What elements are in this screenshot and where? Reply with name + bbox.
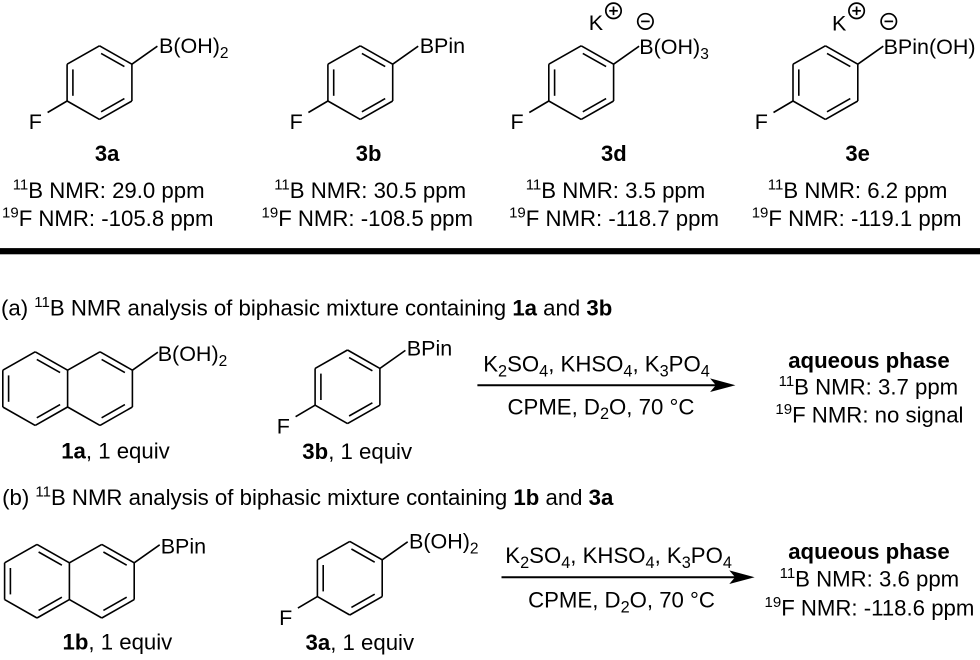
svg-text:1a, 1 equiv: 1a, 1 equiv — [61, 439, 170, 464]
svg-text:F: F — [511, 110, 524, 134]
svg-text:F: F — [279, 606, 292, 630]
svg-text:F: F — [277, 414, 290, 438]
svg-text:19F NMR: -118.7 ppm: 19F NMR: -118.7 ppm — [509, 205, 719, 232]
svg-text:BPin(OH): BPin(OH) — [884, 35, 976, 59]
svg-text:19F NMR: -118.6 ppm: 19F NMR: -118.6 ppm — [765, 594, 975, 621]
svg-text:19F NMR: no signal: 19F NMR: no signal — [775, 401, 963, 428]
svg-text:3d: 3d — [601, 141, 627, 166]
svg-text:K2SO4, KHSO4, K3PO4: K2SO4, KHSO4, K3PO4 — [483, 352, 710, 381]
svg-text:11B NMR: 29.0 ppm: 11B NMR: 29.0 ppm — [13, 177, 205, 204]
svg-text:K2SO4, KHSO4, K3PO4: K2SO4, KHSO4, K3PO4 — [505, 543, 732, 572]
svg-text:K: K — [589, 11, 604, 35]
svg-text:11B NMR: 3.5 ppm: 11B NMR: 3.5 ppm — [526, 177, 706, 204]
svg-text:1b, 1 equiv: 1b, 1 equiv — [63, 630, 174, 655]
svg-text:CPME, D2O, 70 °C: CPME, D2O, 70 °C — [528, 588, 715, 617]
svg-text:B(OH)2: B(OH)2 — [409, 530, 479, 558]
svg-text:(b) 11B NMR analysis of biphas: (b) 11B NMR analysis of biphasic mixture… — [2, 484, 614, 511]
svg-text:11B NMR: 6.2 ppm: 11B NMR: 6.2 ppm — [768, 177, 948, 204]
svg-text:aqueous phase: aqueous phase — [788, 348, 950, 373]
svg-text:CPME, D2O, 70 °C: CPME, D2O, 70 °C — [508, 394, 695, 423]
svg-text:BPin: BPin — [407, 337, 452, 361]
svg-text:19F NMR: -105.8 ppm: 19F NMR: -105.8 ppm — [2, 205, 214, 232]
svg-text:aqueous phase: aqueous phase — [788, 539, 950, 564]
svg-text:F: F — [290, 110, 303, 134]
svg-text:B(OH)2: B(OH)2 — [159, 34, 229, 62]
svg-text:11B NMR: 30.5 ppm: 11B NMR: 30.5 ppm — [274, 177, 466, 204]
svg-text:BPin: BPin — [420, 34, 465, 58]
svg-text:B(OH)3: B(OH)3 — [639, 35, 709, 63]
svg-text:3b, 1 equiv: 3b, 1 equiv — [302, 439, 413, 464]
svg-text:3a, 1 equiv: 3a, 1 equiv — [306, 630, 415, 655]
svg-text:F: F — [29, 110, 42, 134]
svg-text:11B NMR: 3.7 ppm: 11B NMR: 3.7 ppm — [779, 373, 959, 400]
svg-text:3b: 3b — [356, 141, 382, 166]
svg-text:F: F — [755, 110, 768, 134]
svg-text:11B NMR: 3.6 ppm: 11B NMR: 3.6 ppm — [780, 565, 960, 592]
svg-text:19F NMR: -108.5 ppm: 19F NMR: -108.5 ppm — [262, 205, 474, 232]
svg-text:19F NMR: -119.1 ppm: 19F NMR: -119.1 ppm — [752, 205, 962, 232]
svg-text:BPin: BPin — [161, 535, 206, 559]
svg-text:3e: 3e — [845, 141, 869, 166]
svg-text:B(OH)2: B(OH)2 — [158, 342, 228, 370]
svg-text:3a: 3a — [95, 141, 120, 166]
svg-text:K: K — [832, 11, 847, 35]
svg-text:(a) 11B NMR analysis of biphas: (a) 11B NMR analysis of biphasic mixture… — [1, 294, 612, 321]
